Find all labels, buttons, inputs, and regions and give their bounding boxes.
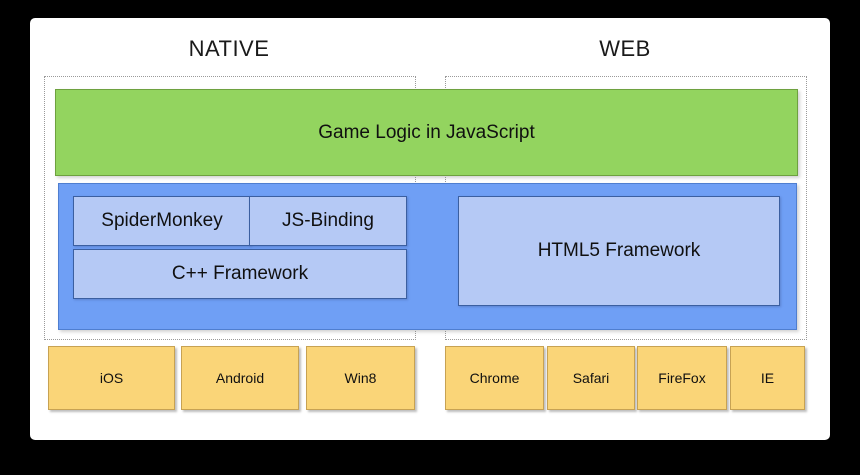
js-binding-box: JS-Binding: [249, 196, 407, 246]
platform-box-chrome: Chrome: [445, 346, 544, 410]
column-label-web: WEB: [599, 36, 651, 61]
column-label-native: NATIVE: [188, 36, 270, 61]
platform-box-safari: Safari: [547, 346, 635, 410]
html5-framework-box: HTML5 Framework: [458, 196, 780, 306]
spidermonkey-box: SpiderMonkey: [73, 196, 251, 246]
platform-box-ios: iOS: [48, 346, 175, 410]
platform-box-win8: Win8: [306, 346, 415, 410]
diagram-panel: NATIVE WEB Game Logic in JavaScript Spid…: [30, 18, 830, 440]
cpp-framework-box: C++ Framework: [73, 249, 407, 299]
platform-box-ie: IE: [730, 346, 805, 410]
platform-box-android: Android: [181, 346, 299, 410]
platform-box-firefox: FireFox: [637, 346, 727, 410]
game-logic-bar: Game Logic in JavaScript: [55, 89, 798, 176]
framework-layer-bar: SpiderMonkey JS-Binding C++ Framework HT…: [58, 183, 797, 330]
